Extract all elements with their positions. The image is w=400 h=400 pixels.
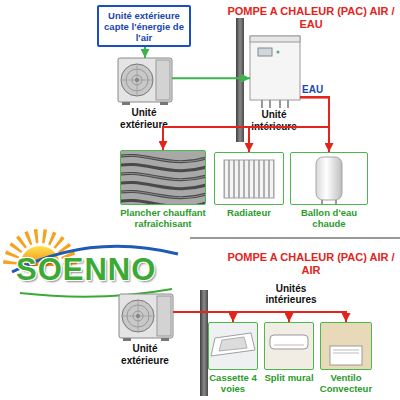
outdoor-unit-illustration [118, 58, 172, 105]
indoor-unit-top [250, 36, 300, 42]
node-caption: Unité extérieure [112, 107, 176, 130]
pipe-connector [144, 47, 146, 58]
outdoor-unit: Unité extérieure [118, 58, 172, 106]
caption-block: Cassette 4 voies [207, 372, 259, 394]
tank-pipes [322, 200, 336, 204]
radiator-backdrop [215, 153, 283, 204]
pipe-connector [173, 312, 233, 322]
indoor-unit: Unité intérieure [250, 36, 300, 108]
tank-backdrop [291, 153, 367, 204]
floor-pipes [121, 155, 205, 204]
info-box: Unité extérieure capte l'énergie de l'ai… [97, 5, 191, 47]
pipe-connector [163, 97, 329, 150]
caption-block: Unité extérieure [113, 343, 177, 366]
section-title: POMPE A CHALEUR (PAC) AIR / AIR [226, 251, 396, 277]
section-title: POMPE A CHALEUR (PAC) AIR / EAU [226, 5, 396, 31]
indoor-unit-pipes [262, 100, 288, 108]
wall-backdrop [265, 323, 313, 369]
node-caption: Plancher chauffant rafraîchisant [110, 207, 216, 229]
caption-block: Ventilo Convecteur [314, 372, 378, 394]
node-caption: Split mural [259, 372, 319, 383]
ceiling-backdrop [209, 323, 257, 369]
outdoor-unit-illustration [119, 294, 173, 341]
section-separator [190, 238, 400, 239]
fan-coil-illustration [330, 346, 362, 365]
floor-pipe [121, 164, 205, 170]
node-text: Unité extérieure capte l'énergie de l'ai… [101, 10, 187, 43]
caption-block: Radiateur [211, 207, 287, 218]
indoor-unit-body [250, 36, 300, 100]
wall-backdrop [321, 323, 371, 369]
floor-pipe [121, 182, 205, 188]
pipe-connector [173, 312, 346, 322]
caption-block: Unité extérieure [112, 107, 176, 130]
radiator-illustration [224, 160, 274, 198]
pipe-connector [172, 77, 250, 79]
emitter-box: Cassette 4 voies [208, 322, 258, 370]
emitter-box: Split mural [264, 322, 314, 370]
group-label: Unités intérieures [255, 283, 327, 305]
caption-block: Plancher chauffant rafraîchisant [110, 207, 216, 229]
wall [236, 18, 244, 142]
caption-block: Ballon d'eau chaude [294, 207, 364, 229]
caption-block: Unité intérieure [242, 109, 306, 132]
water-tank-illustration [316, 157, 342, 200]
node-caption: Cassette 4 voies [207, 372, 259, 394]
cassette-grille [219, 337, 247, 351]
pipe-connector [249, 97, 329, 152]
fan-coil-grille [333, 350, 359, 353]
node-caption: Unité extérieure [113, 343, 177, 366]
node-caption: Unité intérieure [242, 109, 306, 132]
split-louver [274, 345, 304, 346]
split-unit-illustration [270, 335, 308, 349]
node-caption: Radiateur [211, 207, 287, 218]
pipe-connector [173, 312, 289, 322]
emitter-box: Ballon d'eau chaude [290, 152, 368, 205]
node-caption: Ballon d'eau chaude [294, 207, 364, 229]
wall [200, 290, 208, 396]
emitter-box: Radiateur [214, 152, 284, 205]
text-block: Unité extérieure capte l'énergie de l'ai… [99, 7, 189, 45]
floor-pipe-highlight [121, 155, 205, 197]
node-caption: Ventilo Convecteur [314, 372, 378, 394]
indoor-unit-led [277, 51, 280, 54]
fluid-label: EAU [302, 84, 332, 96]
indoor-unit-display [258, 48, 272, 56]
cassette-illustration [211, 333, 255, 356]
pipe-connector [300, 97, 329, 152]
brand-logo: SOENNO [16, 252, 176, 288]
emitter-box: Ventilo Convecteur [320, 322, 372, 370]
caption-block: Split mural [259, 372, 319, 383]
outdoor-unit: Unité extérieure [119, 294, 173, 342]
floor-pipe [121, 200, 205, 204]
emitter-box: Plancher chauffant rafraîchisant [120, 150, 206, 205]
